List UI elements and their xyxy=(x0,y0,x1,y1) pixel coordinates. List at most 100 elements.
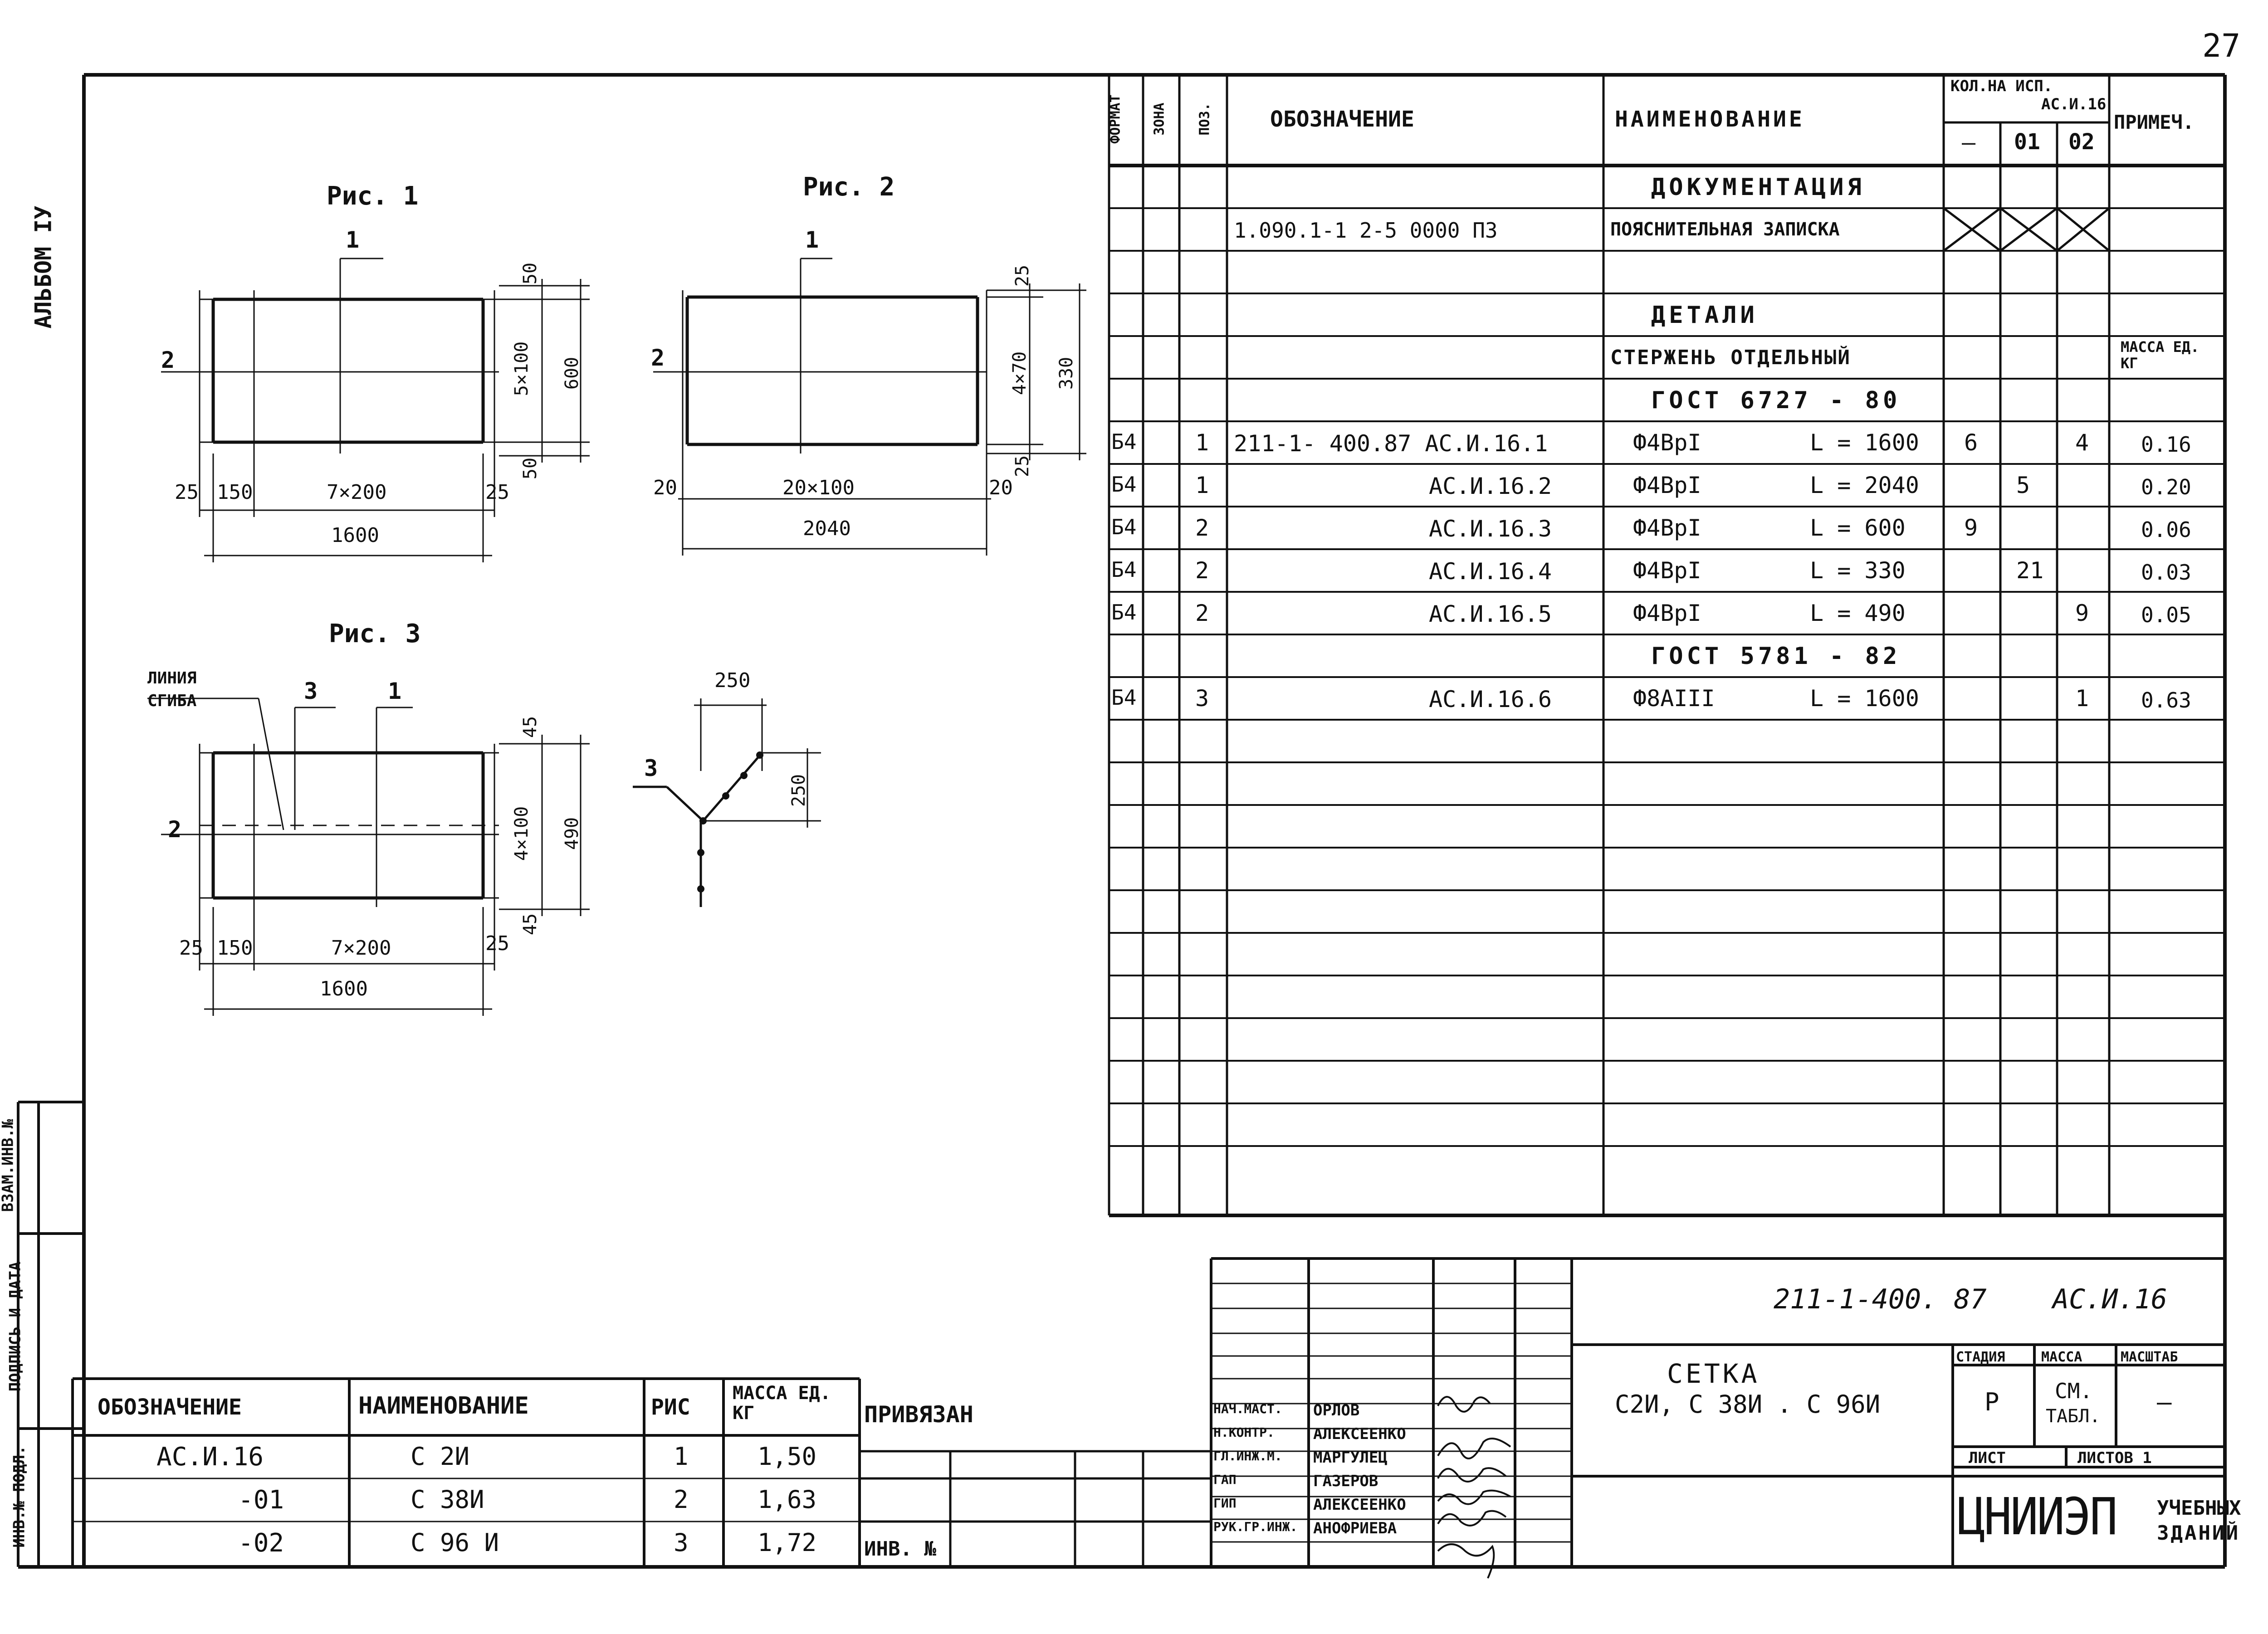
spec-poz: 2 xyxy=(1195,515,1209,541)
signature-name: АЛЕКСЕЕНКО xyxy=(1313,1496,1406,1514)
side-stamp-frame xyxy=(17,1101,84,1567)
spec-format: Б4 xyxy=(1111,472,1137,497)
bottom-naim: С 38И xyxy=(411,1485,484,1514)
fig3-title: Рис. 3 xyxy=(329,619,421,649)
fig3-dim-45-top: 45 xyxy=(520,716,541,738)
spec-primech-mass: 0.16 xyxy=(2141,432,2191,457)
spec-format: Б4 xyxy=(1111,600,1137,624)
privyazan-label: ПРИВЯЗАН xyxy=(864,1401,973,1428)
fig2-dim-20-right: 20 xyxy=(989,476,1013,499)
bottom-oboz: -02 xyxy=(238,1528,284,1558)
title-stadia: Р xyxy=(1984,1388,1999,1416)
spec-poz: 2 xyxy=(1195,600,1209,626)
spec-primech-mass: 0.06 xyxy=(2141,517,2191,542)
fig2-dim-20x100: 20×100 xyxy=(782,476,855,499)
spec-section-title: ГОСТ 6727 - 80 xyxy=(1651,387,1901,414)
page-number: 27 xyxy=(2202,27,2241,64)
spec-poz: 1 xyxy=(1195,429,1209,456)
bottom-ris: 3 xyxy=(674,1528,689,1557)
fig2-grid xyxy=(653,258,1086,556)
fig1-dim-1600: 1600 xyxy=(331,524,379,547)
fig1-dim-5x100: 5×100 xyxy=(511,341,533,396)
fig3-section xyxy=(633,752,763,907)
fig2-dim-2040: 2040 xyxy=(803,517,851,540)
fig1-dim-600: 600 xyxy=(562,356,583,390)
spec-oboznachenie: АС.И.16.2 xyxy=(1429,473,1552,499)
spec-oboznachenie: 211-1- 400.87 АС.И.16.1 xyxy=(1234,430,1548,457)
spec-oboznachenie: 1.090.1-1 2-5 0000 ПЗ xyxy=(1234,218,1498,243)
spec-naim-length: L = 330 xyxy=(1810,557,1906,584)
signature-role: Н.КОНТР. xyxy=(1213,1425,1275,1440)
fig1-grid xyxy=(161,258,590,562)
spec-format: Б4 xyxy=(1111,515,1137,539)
title-massa-1: СМ. xyxy=(2055,1379,2093,1403)
spec-oboznachenie: АС.И.16.6 xyxy=(1429,686,1552,712)
spec-format: Б4 xyxy=(1111,429,1137,454)
spec-naim-bar: Ф4ВрI xyxy=(1633,472,1701,498)
spec-primech-mass: 0.63 xyxy=(2141,688,2191,712)
spec-kol-0: 9 xyxy=(1964,515,1978,541)
bottom-header-massa: МАССА ЕД. КГ xyxy=(733,1383,831,1424)
signature-name: АНОФРИЕВА xyxy=(1313,1519,1397,1537)
spec-header-col-dash: — xyxy=(1962,129,1976,156)
spec-naim-bar: Ф4ВрI xyxy=(1633,557,1701,584)
fig3-dim-4x100: 4×100 xyxy=(511,806,533,861)
fig1-pos-2: 2 xyxy=(161,347,175,373)
spec-naim-bar: Ф4ВрI xyxy=(1633,600,1701,626)
title-mark: АС.И.16 xyxy=(2053,1283,2167,1315)
fig3-dim-45-bot: 45 xyxy=(520,913,541,936)
title-listov-label: ЛИСТОВ 1 xyxy=(2077,1449,2152,1467)
spec-primech-mass: 0.05 xyxy=(2141,603,2191,627)
signature-name: МАРГУЛЕЦ xyxy=(1313,1449,1388,1467)
bottom-naim: С 96 И xyxy=(411,1528,499,1557)
fig1-dim-7x200: 7×200 xyxy=(327,481,387,504)
spec-header-kol-1: КОЛ.НА ИСП. xyxy=(1950,77,2053,95)
fig3-section-dims xyxy=(694,698,821,828)
fig1-pos-1: 1 xyxy=(346,227,360,253)
signature-role: ГИП xyxy=(1213,1496,1237,1511)
fig2-dim-20-left: 20 xyxy=(653,476,677,499)
spec-kol-1: 21 xyxy=(2016,557,2044,584)
fig3-grid xyxy=(147,697,590,1016)
privyazan-grid xyxy=(860,1450,1211,1567)
spec-header-zona: ЗОНА xyxy=(1151,102,1168,136)
bottom-massa: 1,63 xyxy=(758,1485,817,1514)
fig1-dim-25-left: 25 xyxy=(175,481,199,504)
title-name-1: СЕТКА xyxy=(1667,1358,1760,1389)
spec-poz: 2 xyxy=(1195,557,1209,584)
signature-role: ГЛ.ИНЖ.М. xyxy=(1213,1449,1282,1463)
spec-kol-2: 4 xyxy=(2075,429,2089,456)
fig2-mesh xyxy=(685,295,979,446)
bottom-ris: 2 xyxy=(674,1485,689,1514)
spec-header-oboznachenie: ОБОЗНАЧЕНИЕ xyxy=(1270,107,1414,132)
bottom-oboz: -01 xyxy=(238,1485,284,1515)
title-list-label: ЛИСТ xyxy=(1969,1449,2006,1467)
spec-naim-length: L = 1600 xyxy=(1810,685,1919,712)
fig2-dim-330: 330 xyxy=(1056,356,1077,390)
title-org-logo: ЦНИИЭП xyxy=(1957,1488,2118,1546)
spec-naimenovanie: ПОЯСНИТЕЛЬНАЯ ЗАПИСКА xyxy=(1610,219,1840,240)
fig1-title: Рис. 1 xyxy=(327,181,419,211)
fig2-title: Рис. 2 xyxy=(803,172,895,202)
spec-naim-length: L = 2040 xyxy=(1810,472,1919,498)
fig1-dim-150: 150 xyxy=(217,481,253,504)
spec-table-grid xyxy=(1108,75,2225,1217)
spec-header-naimenovanie: НАИМЕНОВАНИЕ xyxy=(1615,107,1805,132)
fig2-dim-25-bot: 25 xyxy=(1012,455,1033,478)
spec-header-col-01: 01 xyxy=(2014,129,2040,155)
fig3-dim-150: 150 xyxy=(217,937,253,960)
signature-role: ГАП xyxy=(1213,1472,1237,1487)
signature-name: ГАЗЕРОВ xyxy=(1313,1472,1378,1490)
title-org-3: ЗДАНИЙ xyxy=(2157,1522,2240,1545)
spec-naim-length: L = 490 xyxy=(1810,600,1906,626)
fig2-pos-2: 2 xyxy=(651,345,665,371)
spec-naim-length: L = 600 xyxy=(1810,515,1906,541)
fig3-pos-2: 2 xyxy=(168,816,182,843)
bottom-header-naim: НАИМЕНОВАНИЕ xyxy=(358,1392,529,1419)
side-stamp-vzam: ВЗАМ.ИНВ.№ xyxy=(0,1119,17,1212)
spec-header-format: ФОРМАТ xyxy=(1107,94,1124,144)
spec-section-title: ДОКУМЕНТАЦИЯ xyxy=(1651,174,1865,201)
fig2-dim-25-top: 25 xyxy=(1012,264,1033,287)
bottom-massa: 1,50 xyxy=(758,1442,817,1471)
side-stamp-podpis: ПОДПИСЬ И ДАТА xyxy=(6,1261,24,1392)
